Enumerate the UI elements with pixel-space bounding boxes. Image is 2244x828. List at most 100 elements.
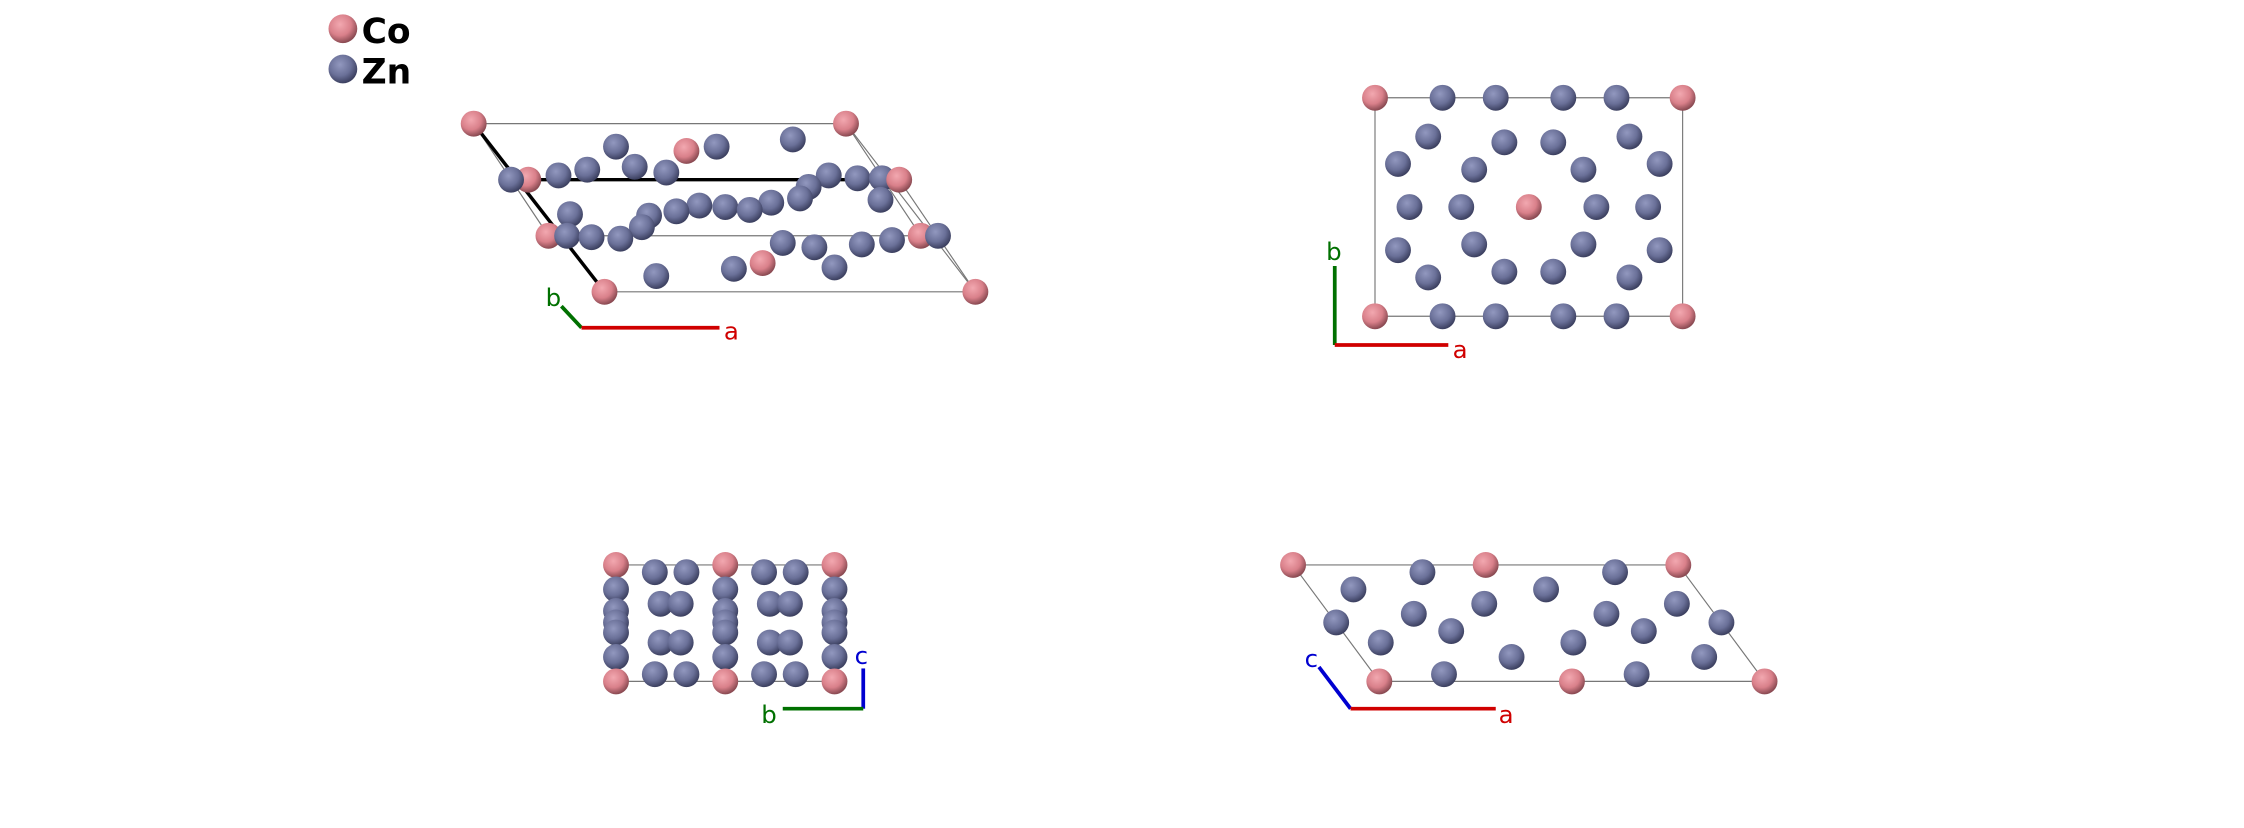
legend: Co Zn [328, 12, 412, 92]
zn-atom [603, 619, 629, 646]
zn-atom [673, 661, 700, 688]
zn-atom [1603, 303, 1630, 330]
zn-atom [641, 661, 668, 688]
zn-atom [1400, 600, 1427, 627]
zn-atom [1323, 609, 1350, 636]
co-atom [591, 278, 618, 305]
zn-atom [1482, 84, 1509, 111]
zn-atom [1429, 303, 1456, 330]
zn-atom [712, 644, 739, 670]
zn-atom [554, 222, 581, 249]
legend-label-co: Co [362, 12, 411, 52]
co-legend-swatch [328, 14, 358, 44]
zn-atom [1448, 194, 1475, 220]
zn-atom [821, 644, 848, 670]
zn-atom [1616, 123, 1643, 150]
zn-atom [647, 590, 674, 617]
co-atom [603, 552, 629, 578]
axis-b-line [560, 304, 583, 330]
zn-atom [801, 234, 828, 261]
zn-atom [1482, 303, 1509, 330]
co-atom [749, 250, 776, 276]
zn-atom [686, 192, 713, 219]
zn-atom [1340, 576, 1367, 603]
co-atom [1669, 84, 1696, 111]
axis-b-label: b [1326, 237, 1342, 266]
co-atom [673, 138, 700, 164]
zn-atom [607, 225, 634, 252]
zn-atom [815, 162, 842, 189]
zn-atom [867, 186, 894, 213]
unit-cell-edge [472, 122, 606, 293]
zn-atom [667, 629, 694, 656]
axis-c-label: c [1305, 644, 1318, 673]
co-atom [1362, 303, 1388, 330]
zn-atom [821, 254, 848, 281]
zn-atom [720, 255, 747, 282]
co-atom [1669, 303, 1696, 330]
zn-atom [821, 619, 848, 646]
zn-atom [925, 222, 951, 249]
zn-atom [1630, 618, 1657, 644]
zn-atom [1415, 123, 1442, 150]
zn-atom [751, 661, 777, 688]
axis-a-label: a [1453, 335, 1468, 364]
zn-atom [628, 214, 655, 241]
zn-atom [1461, 231, 1488, 258]
zn-atom [621, 153, 648, 180]
zn-atom [777, 629, 803, 656]
zn-atom [879, 227, 905, 253]
zn-atom [1623, 661, 1650, 688]
zn-atom [498, 166, 524, 193]
zn-atom [756, 590, 783, 617]
zn-atom [1498, 644, 1525, 670]
zn-atom [1540, 258, 1567, 285]
zn-atom [848, 231, 875, 258]
zn-atom [1540, 129, 1567, 156]
zn-atom [1570, 156, 1597, 183]
zn-atom [663, 198, 690, 225]
zn-atom [643, 263, 670, 289]
zn-atom [1603, 84, 1630, 111]
zn-atom [758, 189, 785, 216]
zn-atom [1385, 150, 1411, 177]
zn-atom [647, 629, 674, 656]
zn-atom [1461, 156, 1488, 183]
zn-atom [1570, 231, 1597, 258]
legend-label-zn: Zn [362, 52, 412, 92]
zn-atom [653, 159, 680, 186]
co-atom [1280, 552, 1306, 578]
zn-atom [1616, 264, 1643, 291]
zn-atom [736, 196, 763, 223]
co-atom [460, 110, 487, 137]
zn-atom [1646, 237, 1673, 264]
co-atom [712, 668, 739, 695]
zn-atom [1583, 194, 1610, 220]
zn-atom [756, 629, 783, 656]
zn-atom [1550, 84, 1577, 111]
zn-atom [751, 559, 777, 586]
zn-atom [1708, 609, 1735, 636]
co-atom [603, 668, 629, 695]
zn-atom [782, 559, 809, 586]
zn-atom [703, 133, 730, 160]
co-atom [712, 552, 739, 578]
zn-atom [777, 590, 803, 617]
zn-atom [782, 661, 809, 688]
zn-atom [1560, 629, 1587, 656]
zn-atom [779, 126, 806, 153]
zn-atom [574, 156, 601, 183]
zn-atom [557, 201, 583, 228]
zn-atom [1385, 237, 1411, 264]
zn-atom [1431, 661, 1457, 688]
unit-cell-edge [845, 123, 976, 293]
zn-atom [712, 194, 739, 220]
zn-atom [821, 576, 848, 603]
zn-atom [641, 559, 668, 586]
zn-atom [1533, 576, 1559, 603]
co-atom [821, 668, 848, 695]
co-atom [1362, 84, 1388, 111]
zn-atom [1593, 600, 1620, 627]
co-atom [886, 166, 913, 193]
